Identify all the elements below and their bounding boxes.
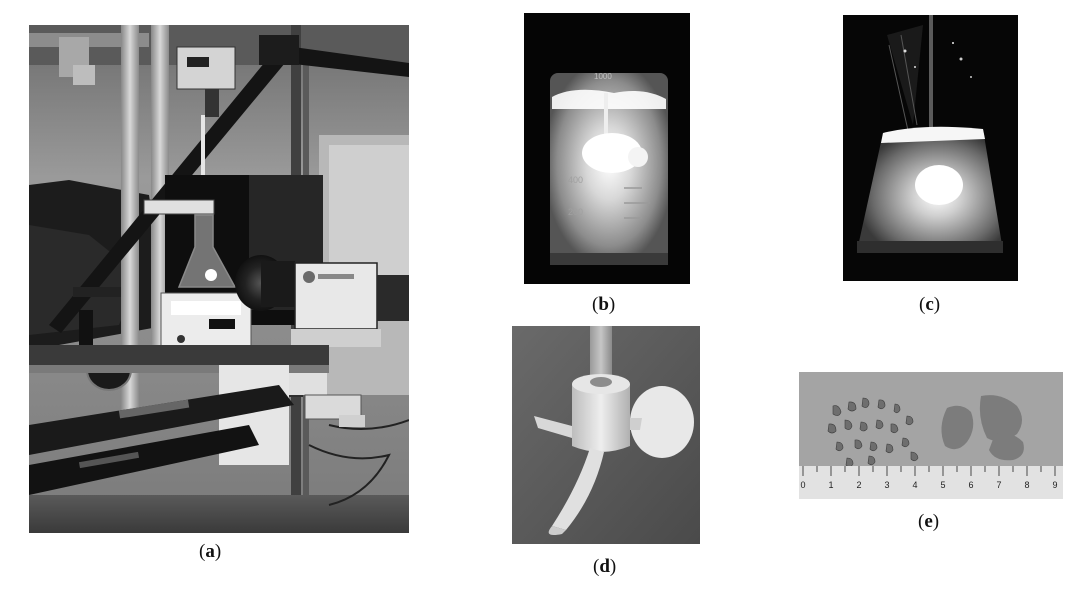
caption-b-letter: b — [598, 294, 609, 315]
ruler — [799, 466, 1063, 499]
ruler-label-9: 9 — [1052, 480, 1057, 490]
ruler-label-2: 2 — [856, 480, 861, 490]
caption-e-letter: e — [924, 511, 933, 532]
ruler-label-7: 7 — [996, 480, 1001, 490]
impeller-scene — [512, 326, 700, 544]
ruler-label-4: 4 — [912, 480, 917, 490]
ruler-label-3: 3 — [884, 480, 889, 490]
ruler-label-6: 6 — [968, 480, 973, 490]
photo-particles: 0 1 2 3 4 5 6 7 8 9 — [799, 372, 1063, 499]
photo-flask — [843, 15, 1018, 281]
droplet-particles — [827, 397, 919, 468]
ruler-label-8: 8 — [1024, 480, 1029, 490]
setup-scene — [29, 25, 409, 533]
photo-beaker: 1000 400 200 — [524, 13, 690, 284]
caption-a: (a) — [199, 541, 222, 562]
caption-c: (c) — [919, 294, 941, 315]
beaker-scene: 1000 400 200 — [524, 13, 690, 284]
flake-particles — [941, 395, 1024, 461]
caption-e: (e) — [918, 511, 940, 532]
ruler-label-0: 0 — [800, 480, 805, 490]
particles-scene: 0 1 2 3 4 5 6 7 8 9 — [799, 372, 1063, 499]
flask-scene — [843, 15, 1018, 281]
ruler-ticks — [802, 466, 1056, 476]
ruler-label-1: 1 — [828, 480, 833, 490]
ruler-label-5: 5 — [940, 480, 945, 490]
beaker-mark-200: 200 — [568, 207, 583, 217]
caption-c-letter: c — [925, 294, 934, 315]
caption-d-letter: d — [599, 556, 610, 577]
photo-impeller — [512, 326, 700, 544]
photo-setup — [29, 25, 409, 533]
beaker-mark-1000: 1000 — [594, 72, 612, 81]
caption-d: (d) — [593, 556, 617, 577]
caption-a-letter: a — [205, 541, 215, 562]
caption-b: (b) — [592, 294, 616, 315]
beaker-mark-400: 400 — [568, 175, 583, 185]
